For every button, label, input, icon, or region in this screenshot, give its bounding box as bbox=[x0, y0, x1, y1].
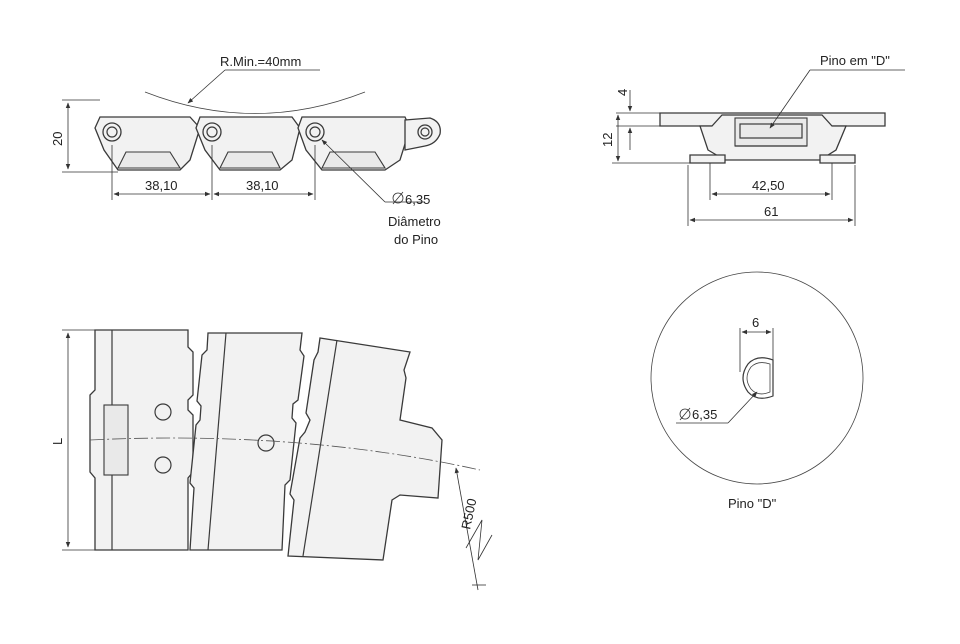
top-link-2-edge bbox=[207, 332, 227, 551]
chain-link-2-foot bbox=[219, 151, 281, 169]
pin-label-line2: do Pino bbox=[394, 232, 438, 247]
detail-diameter: 6,35 bbox=[692, 407, 717, 422]
pin-diameter-leader bbox=[321, 139, 386, 203]
radius-break-symbol bbox=[465, 519, 493, 561]
dim-side: 12 bbox=[600, 133, 615, 147]
width-outer: 61 bbox=[764, 204, 778, 219]
end-pin-hole bbox=[417, 124, 433, 140]
end-pin bbox=[420, 127, 430, 137]
detail-diameter-symbol-icon bbox=[679, 408, 691, 420]
pin-2 bbox=[206, 126, 218, 138]
radius-label: R.Min.=40mm bbox=[220, 54, 301, 69]
right-foot bbox=[819, 154, 856, 164]
radius-leader bbox=[187, 69, 226, 104]
front-view: Pino em "D" 4 12 42,50 61 bbox=[600, 53, 905, 226]
side-view: R.Min.=40mm 20 bbox=[50, 54, 441, 247]
chain-links bbox=[94, 116, 441, 171]
top-link-1-slot bbox=[103, 404, 129, 476]
radius-leader-top bbox=[454, 467, 479, 591]
pin-hole-1 bbox=[102, 122, 122, 142]
diameter-symbol-icon bbox=[392, 192, 404, 204]
left-foot bbox=[689, 154, 726, 164]
top-link-2-hole bbox=[257, 434, 275, 452]
detail-caption: Pino "D" bbox=[728, 496, 777, 511]
chain-link-1-foot bbox=[117, 151, 181, 169]
detail-circle bbox=[650, 271, 864, 485]
detail-diameter-symbol-slash bbox=[679, 407, 691, 421]
chain-link-3-foot bbox=[321, 151, 386, 169]
dim-top: 4 bbox=[615, 89, 630, 96]
pin-housing bbox=[734, 117, 808, 147]
length-label: L bbox=[50, 438, 65, 445]
pin-diameter: 6,35 bbox=[405, 192, 430, 207]
min-radius-arc bbox=[144, 91, 366, 114]
top-link-1-hole-1 bbox=[154, 403, 172, 421]
pin-hole-3 bbox=[305, 122, 325, 142]
height-dim: 20 bbox=[50, 132, 65, 146]
top-radius-label: R500 bbox=[458, 497, 479, 531]
d-pin-label: Pino em "D" bbox=[820, 53, 890, 68]
flat-dim: 6 bbox=[752, 315, 759, 330]
d-pin-leader bbox=[769, 69, 811, 129]
diameter-symbol-slash bbox=[392, 191, 404, 205]
pin-1 bbox=[106, 126, 118, 138]
top-link-3 bbox=[287, 337, 443, 561]
pin-hole-2 bbox=[202, 122, 222, 142]
pitch-1: 38,10 bbox=[145, 178, 178, 193]
pin-label-line1: Diâmetro bbox=[388, 214, 441, 229]
top-view: L R500 bbox=[50, 329, 493, 591]
d-pin-profile bbox=[742, 357, 774, 399]
top-link-3-edge bbox=[302, 339, 338, 557]
pitch-centerline bbox=[89, 437, 481, 471]
detail-diameter-leader bbox=[727, 391, 758, 424]
pin-detail: 6 6,35 Pino "D" bbox=[650, 271, 864, 511]
width-inner: 42,50 bbox=[752, 178, 785, 193]
top-link-1-hole-2 bbox=[154, 456, 172, 474]
pitch-2: 38,10 bbox=[246, 178, 279, 193]
top-link-2 bbox=[189, 332, 305, 551]
pin-3 bbox=[309, 126, 321, 138]
d-pin-profile-inner bbox=[746, 362, 771, 395]
